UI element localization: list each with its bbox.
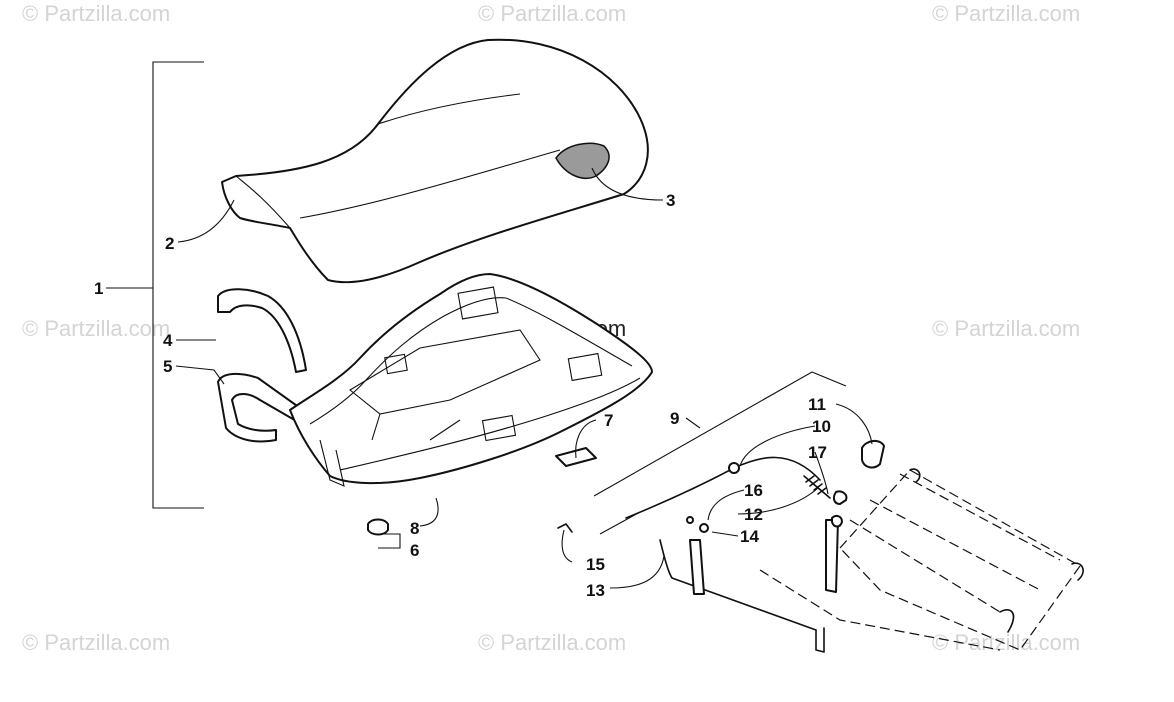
callout-17: 17: [808, 443, 827, 462]
callout-12: 12: [744, 505, 763, 524]
seat-cover: [221, 38, 649, 284]
watermark-top-left: © Partzilla.com: [22, 1, 170, 26]
callout-10: 10: [812, 417, 831, 436]
seat-base: [289, 273, 653, 487]
leader-lines: [175, 167, 873, 589]
bumper: [367, 518, 389, 536]
callout-5: 5: [163, 357, 172, 376]
callout-8: 8: [410, 519, 419, 538]
callout-6: 6: [410, 541, 419, 560]
rear-handle: [217, 372, 301, 443]
callout-4: 4: [163, 331, 173, 350]
latch-cable: [625, 456, 848, 519]
clip: [861, 440, 885, 469]
watermark-top-center: © Partzilla.com: [478, 1, 626, 26]
grab-strap: [217, 288, 307, 373]
callout-7: 7: [604, 411, 613, 430]
callout-3: 3: [666, 191, 675, 210]
callout-9: 9: [670, 409, 679, 428]
watermark-bottom-left: © Partzilla.com: [22, 630, 170, 655]
callout-16: 16: [744, 481, 763, 500]
watermark-bottom-right: © Partzilla.com: [932, 630, 1080, 655]
callout-13: 13: [586, 581, 605, 600]
callout-11: 11: [808, 395, 826, 414]
assembly-bracket: [106, 61, 204, 509]
callout-14: 14: [740, 527, 759, 546]
watermark-mid-left: © Partzilla.com: [22, 316, 170, 341]
watermark-bottom-center: © Partzilla.com: [478, 630, 626, 655]
callout-1: 1: [94, 279, 103, 298]
watermark-mid-right: © Partzilla.com: [932, 316, 1080, 341]
seat-decal: [555, 142, 610, 179]
latch-frame: [593, 371, 1084, 651]
watermark-top-right: © Partzilla.com: [932, 1, 1080, 26]
callout-2: 2: [165, 234, 174, 253]
hardware: [557, 514, 843, 533]
callout-15: 15: [586, 555, 605, 574]
